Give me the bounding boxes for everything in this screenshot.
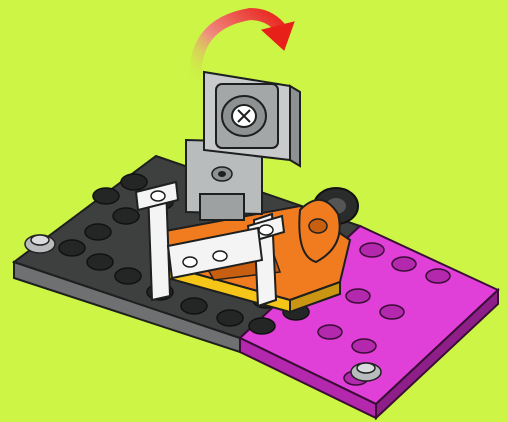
lego-build-illustration — [0, 0, 507, 422]
